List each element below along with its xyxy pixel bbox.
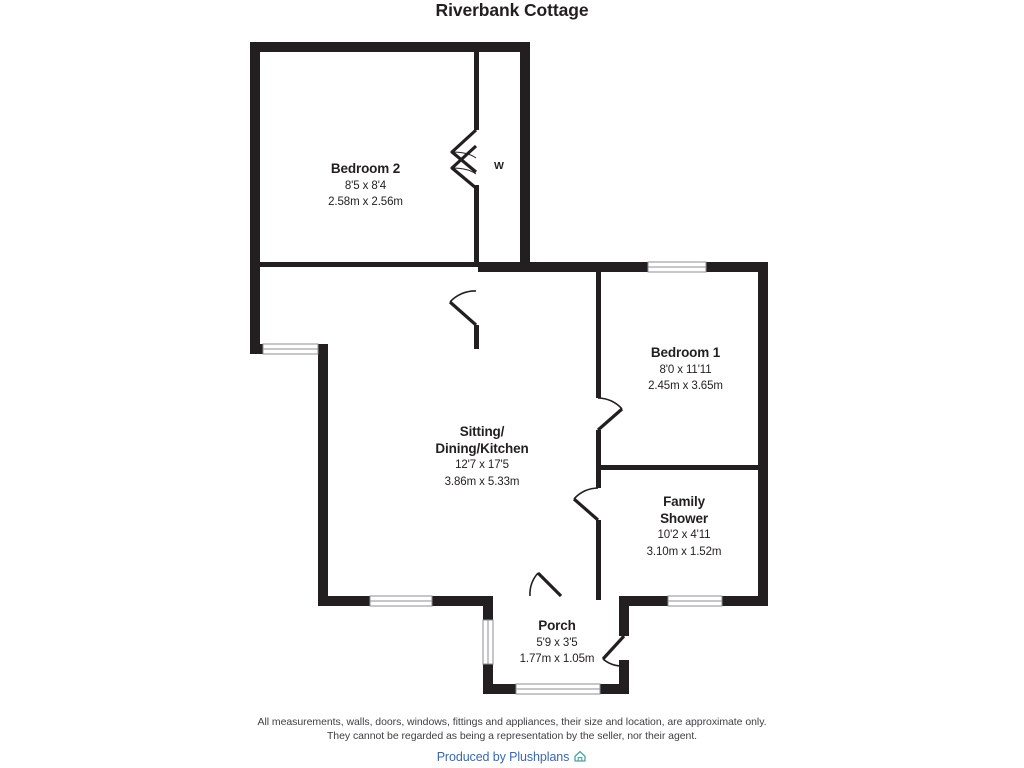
door-porch-inner (529, 571, 563, 598)
room-label-sitting-dining-kitchen: Sitting/ Dining/Kitchen 12'7 x 17'5 3.86… (382, 425, 582, 488)
window-bedroom1-north (647, 261, 707, 273)
room-metric-sitting: 3.86m x 5.33m (444, 475, 520, 488)
interior-walls (260, 52, 758, 600)
window-porch-south (515, 683, 601, 695)
room-name-bedroom2: Bedroom 2 (330, 161, 401, 176)
room-metric-porch: 1.77m x 1.05m (519, 653, 595, 665)
room-name-bedroom1: Bedroom 1 (650, 345, 721, 360)
room-imperial-sitting: 12'7 x 17'5 (455, 459, 509, 471)
room-name-sitting-dining-kitchen: Sitting/ Dining/Kitchen (435, 424, 529, 456)
room-metric-bedroom1: 2.45m x 3.65m (648, 380, 723, 392)
door-porch-entrance (601, 634, 626, 667)
disclaimer-line-1: All measurements, walls, doors, windows,… (257, 716, 767, 728)
room-metric-shower: 3.10m x 1.52m (646, 545, 722, 558)
window-shower-south (667, 595, 723, 607)
room-imperial-bedroom1: 8'0 x 11'11 (659, 363, 712, 376)
window-sitting-south (369, 595, 433, 607)
room-imperial-bedroom2: 8'5 x 8'4 (344, 179, 387, 192)
door-wardrobe-bifold (450, 128, 478, 190)
room-name-porch: Porch (538, 618, 576, 633)
room-label-family-shower: Family Shower 10'2 x 4'11 3.10m x 1.52m (608, 495, 760, 558)
wardrobe-label: W (494, 160, 504, 172)
door-family-shower (572, 487, 600, 522)
room-label-bedroom1: Bedroom 1 8'0 x 11'11 2.45m x 3.65m (608, 346, 763, 393)
producer-credit-text: Produced by Plushplans (436, 750, 570, 764)
doors (448, 128, 626, 667)
room-imperial-porch: 5'9 x 3'5 (536, 636, 578, 649)
windows (262, 261, 723, 695)
room-imperial-shower: 10'2 x 4'11 (657, 529, 711, 541)
door-bedroom1 (596, 397, 624, 432)
disclaimer-line-2: They cannot be regarded as being a repre… (326, 730, 698, 742)
window-porch-west (482, 619, 494, 665)
window-sitting-west (262, 343, 319, 355)
producer-credit[interactable]: Produced by Plushplans (437, 749, 588, 766)
door-bedroom2 (448, 290, 478, 327)
page-title: Riverbank Cottage (435, 0, 589, 20)
room-label-bedroom2: Bedroom 2 8'5 x 8'4 2.58m x 2.56m (288, 162, 443, 209)
footer: All measurements, walls, doors, windows,… (0, 715, 1024, 766)
room-name-family-shower: Family Shower (660, 494, 708, 526)
room-metric-bedroom2: 2.58m x 2.56m (328, 196, 403, 208)
plushplans-house-icon (573, 749, 587, 766)
room-label-porch: Porch 5'9 x 3'5 1.77m x 1.05m (481, 619, 633, 666)
